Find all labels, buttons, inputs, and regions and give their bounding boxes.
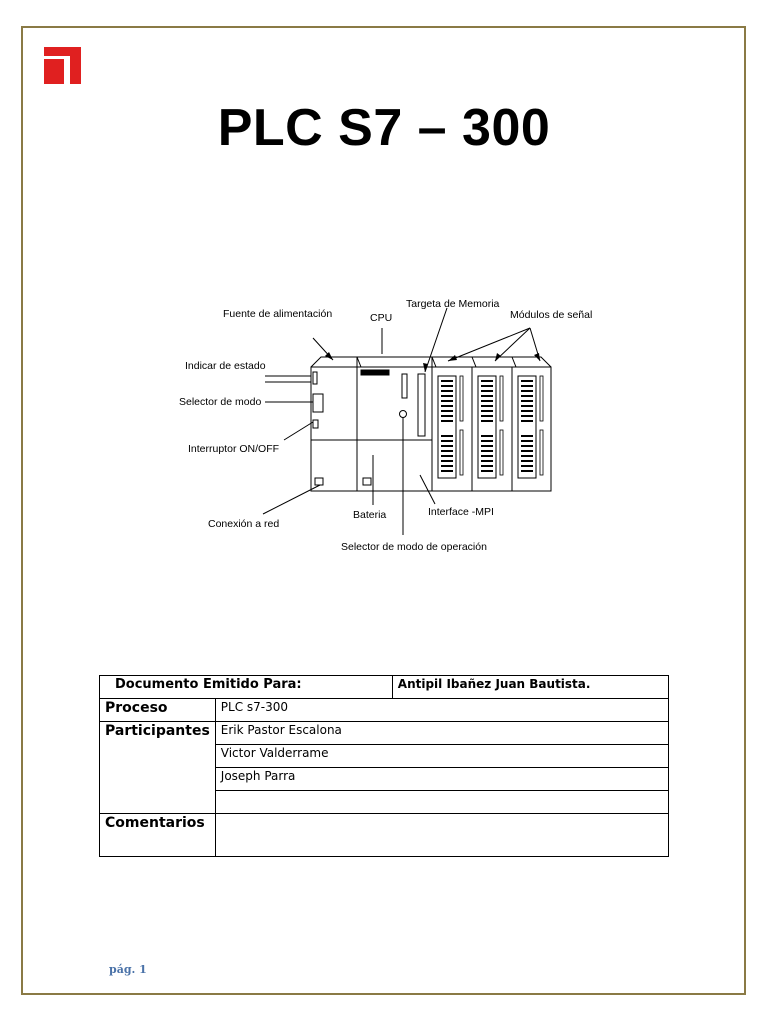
- module-leds: [459, 375, 544, 476]
- participante-4: [214, 790, 670, 814]
- table-row: Participantes Erik Pastor Escalona: [99, 721, 670, 814]
- table-row: [100, 790, 670, 814]
- table-row: Joseph Parra: [100, 767, 670, 791]
- label-fuente: Fuente de alimentación: [223, 308, 332, 320]
- label-bateria: Bateria: [353, 509, 386, 521]
- signal-module-terminals: [437, 375, 537, 479]
- label-interruptor: Interruptor ON/OFF: [188, 443, 279, 455]
- participante-3: Joseph Parra: [214, 767, 670, 791]
- page-number: pág. 1: [109, 963, 147, 976]
- label-targeta: Targeta de Memoria: [406, 298, 500, 310]
- proceso-value: PLC s7-300: [214, 698, 670, 722]
- emitido-label: Documento Emitido Para:: [99, 675, 393, 699]
- proceso-label: Proceso: [99, 698, 216, 722]
- table-row: Proceso PLC s7-300: [99, 698, 670, 722]
- label-selector-operacion: Selector de modo de operación: [341, 541, 487, 553]
- label-cpu: CPU: [370, 312, 392, 324]
- logo-icon: [44, 47, 81, 84]
- label-selector-modo: Selector de modo: [179, 396, 261, 408]
- label-interface: Interface -MPI: [428, 506, 494, 518]
- emitido-value: Antipil Ibañez Juan Bautista.: [391, 675, 670, 699]
- page-border: [21, 26, 746, 995]
- label-indicar: Indicar de estado: [185, 360, 266, 372]
- document-info-table: Documento Emitido Para: Antipil Ibañez J…: [99, 675, 670, 857]
- label-modulos: Módulos de señal: [510, 309, 592, 321]
- participante-1: Erik Pastor Escalona: [214, 721, 670, 745]
- table-row: Documento Emitido Para: Antipil Ibañez J…: [99, 675, 670, 699]
- leader-lines: [262, 307, 541, 535]
- signal-module-lines: [441, 380, 533, 472]
- plc-diagram: Fuente de alimentación CPU Targeta de Me…: [179, 298, 592, 553]
- participantes-label: Participantes: [99, 721, 216, 814]
- comentarios-value: [214, 813, 670, 857]
- participante-2: Victor Valderrame: [214, 744, 670, 768]
- plc-hardware-drawing: [310, 356, 552, 492]
- document-title: PLC S7 – 300: [217, 99, 551, 157]
- leader-arrows: [325, 352, 540, 372]
- comentarios-label: Comentarios: [99, 813, 216, 857]
- label-conexion: Conexión a red: [208, 518, 279, 530]
- table-row: Comentarios: [99, 813, 670, 857]
- table-row: Victor Valderrame: [100, 744, 670, 768]
